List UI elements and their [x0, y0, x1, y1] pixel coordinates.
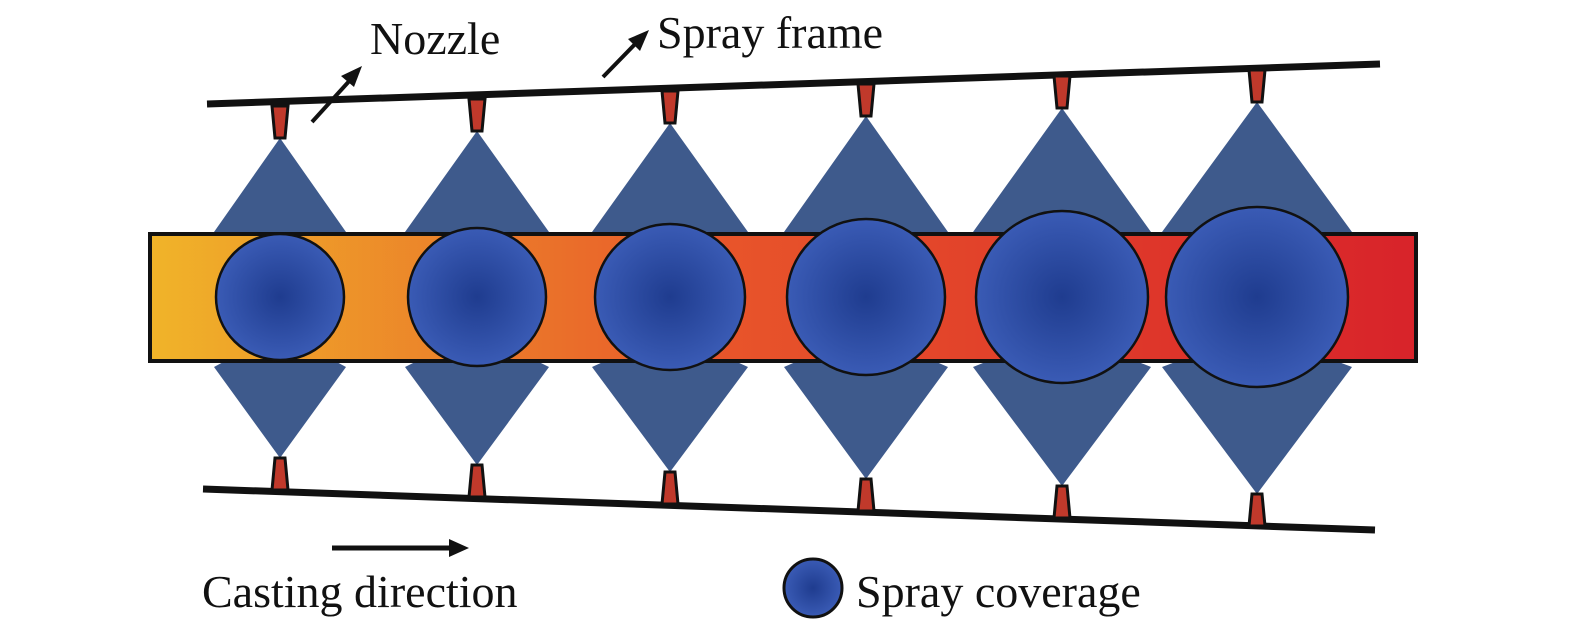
- spray-frame-label: Spray frame: [657, 7, 883, 58]
- spray-frame-bottom: [202, 485, 1376, 534]
- nozzle-top-1: [270, 104, 290, 140]
- nozzle-top-4: [856, 82, 876, 118]
- nozzle-bottom-2: [467, 463, 487, 499]
- nozzle-pointer-arrow: [310, 66, 362, 124]
- spray-frame-top: [206, 60, 1381, 108]
- spray-coverage-circle-4: [785, 217, 947, 377]
- nozzle-bottom-1: [270, 456, 290, 492]
- nozzle-bottom-5: [1052, 484, 1072, 520]
- nozzle-top-2: [467, 97, 487, 133]
- spray-cone-bottom-5: [973, 351, 1151, 486]
- nozzle-bottom-6: [1247, 492, 1267, 528]
- spray-cones: [214, 102, 1352, 494]
- casting-direction-label: Casting direction: [202, 566, 518, 617]
- nozzle-top-6: [1247, 68, 1267, 104]
- nozzle-bottom-4: [856, 477, 876, 513]
- spray-coverage-label: Spray coverage: [856, 566, 1141, 617]
- spray-coverage-circle-6: [1164, 205, 1350, 389]
- spray-cone-top-3: [592, 123, 748, 244]
- nozzle-top-3: [660, 89, 680, 125]
- spray-coverage-legend-icon: [782, 557, 844, 619]
- spray-coverage-circle-1: [214, 232, 346, 362]
- spray-cone-bottom-2: [405, 351, 549, 465]
- spray-cone-bottom-6: [1162, 351, 1352, 494]
- casting-direction-arrow: [332, 539, 469, 557]
- spray-coverage-circle-3: [593, 222, 747, 372]
- spray-cone-bottom-4: [784, 351, 948, 479]
- nozzle-label: Nozzle: [370, 13, 500, 64]
- spray-cone-top-6: [1162, 102, 1352, 244]
- nozzle-bottom-3: [660, 470, 680, 506]
- spray-cone-top-5: [973, 108, 1151, 244]
- nozzle-top-5: [1052, 74, 1072, 110]
- spray-frame-pointer-arrow: [601, 30, 649, 79]
- spray-cone-top-4: [784, 116, 948, 244]
- spray-coverage-circle-5: [974, 209, 1150, 385]
- spray-cone-bottom-1: [214, 351, 346, 458]
- spray-cone-top-1: [214, 138, 346, 244]
- spray-coverage-circle-2: [406, 226, 548, 368]
- nozzles: [270, 68, 1267, 528]
- spray-cone-top-2: [405, 131, 549, 244]
- spray-coverage-areas: [214, 205, 1350, 389]
- spray-cone-bottom-3: [592, 351, 748, 472]
